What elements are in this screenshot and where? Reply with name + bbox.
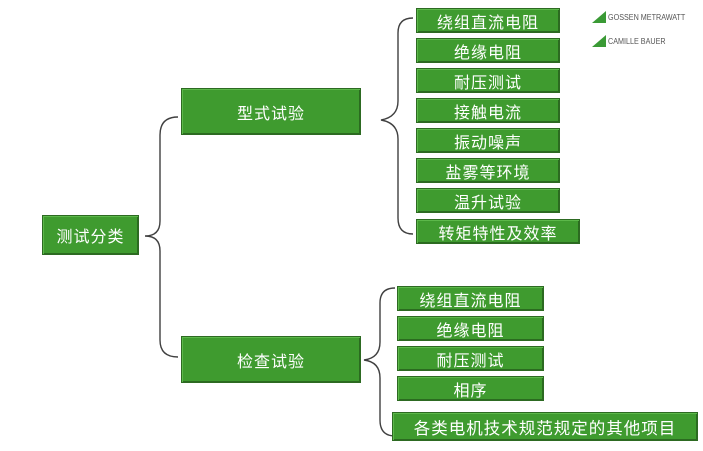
- type-test-item: 温升试验: [416, 188, 560, 213]
- type-test-item: 接触电流: [416, 98, 560, 123]
- type-test-label: 型式试验: [236, 103, 305, 123]
- type-test-item-label: 振动噪声: [453, 132, 522, 152]
- type-test-item: 耐压测试: [416, 68, 560, 93]
- inspection-test-item: 绕组直流电阻: [397, 286, 544, 311]
- inspection-test-item: 绝缘电阻: [397, 316, 544, 341]
- camille-bauer-logo: CAMILLE BAUER: [592, 35, 672, 47]
- type-test-item-label: 接触电流: [453, 102, 522, 122]
- type-test-item-label: 耐压测试: [453, 72, 522, 92]
- camille-logo-text: CAMILLE BAUER: [608, 36, 666, 46]
- inspection-test-item: 相序: [397, 376, 544, 401]
- type-test-item-label: 绝缘电阻: [453, 42, 522, 62]
- inspection-test-item: 各类电机技术规范规定的其他项目: [392, 412, 698, 441]
- type-test-node: 型式试验: [181, 88, 361, 135]
- type-test-item: 振动噪声: [416, 128, 560, 153]
- inspection-test-item-label: 耐压测试: [436, 350, 505, 370]
- root-brace: [144, 116, 179, 358]
- type-test-item: 转矩特性及效率: [416, 219, 580, 244]
- root-node: 测试分类: [42, 215, 139, 255]
- type-test-item: 盐雾等环境: [416, 158, 560, 183]
- type-test-brace: [380, 17, 414, 235]
- type-test-item: 绝缘电阻: [416, 38, 560, 63]
- inspection-test-brace: [363, 287, 396, 437]
- type-test-item-label: 转矩特性及效率: [438, 223, 558, 243]
- inspection-test-item-label: 相序: [453, 380, 488, 400]
- camille-logo-mark-icon: [592, 35, 606, 47]
- type-test-item-label: 绕组直流电阻: [436, 12, 539, 32]
- type-test-item-label: 盐雾等环境: [445, 162, 531, 182]
- inspection-test-label: 检查试验: [236, 351, 305, 371]
- gossen-logo-mark-icon: [592, 11, 606, 23]
- type-test-item-label: 温升试验: [453, 192, 522, 212]
- gossen-logo-text: GOSSEN METRAWATT: [608, 12, 686, 22]
- inspection-test-item-label: 各类电机技术规范规定的其他项目: [413, 418, 677, 438]
- inspection-test-item: 耐压测试: [397, 346, 544, 371]
- root-label: 测试分类: [56, 227, 125, 246]
- inspection-test-node: 检查试验: [181, 336, 361, 383]
- gossen-metrawatt-logo: GOSSEN METRAWATT: [592, 11, 694, 23]
- inspection-test-item-label: 绕组直流电阻: [419, 290, 522, 310]
- type-test-item: 绕组直流电阻: [416, 8, 560, 33]
- inspection-test-item-label: 绝缘电阻: [436, 320, 505, 340]
